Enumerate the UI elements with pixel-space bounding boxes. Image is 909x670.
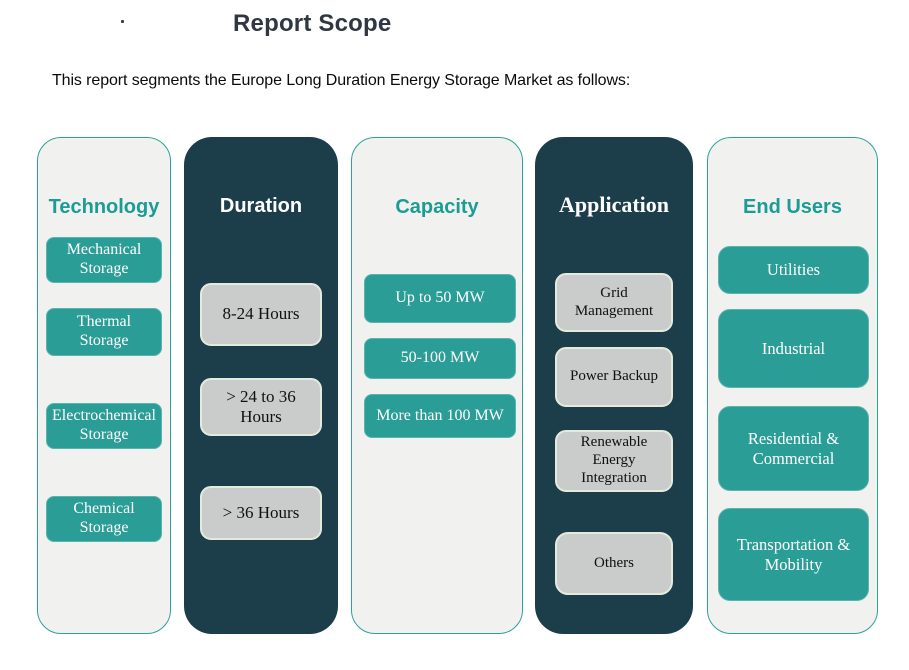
- column-header-end-users: End Users: [743, 196, 842, 218]
- segment-renewable-energy-integration: Renewable Energy Integration: [555, 430, 673, 492]
- column-end-users: End Users Utilities Industrial Residenti…: [707, 137, 878, 634]
- segment-transportation-mobility: Transportation & Mobility: [718, 508, 869, 601]
- column-application: Application Grid Management Power Backup…: [535, 137, 693, 634]
- column-header-application: Application: [558, 192, 670, 217]
- column-header-capacity: Capacity: [395, 196, 479, 218]
- column-capacity: Capacity Up to 50 MW 50-100 MW More than…: [351, 137, 523, 634]
- segment-8-24-hours: 8-24 Hours: [200, 283, 322, 346]
- segment-others: Others: [555, 532, 673, 595]
- segment-electrochemical-storage: Electrochemical Storage: [46, 403, 162, 449]
- segment-industrial: Industrial: [718, 309, 869, 388]
- segment-50-100-mw: 50-100 MW: [364, 338, 516, 379]
- segment-more-than-100-mw: More than 100 MW: [364, 394, 516, 438]
- segment-power-backup: Power Backup: [555, 347, 673, 407]
- page-title: Report Scope: [233, 10, 392, 37]
- segment-residential-commercial: Residential & Commercial: [718, 406, 869, 491]
- segment-mechanical-storage: Mechanical Storage: [46, 237, 162, 283]
- page-subtitle: This report segments the Europe Long Dur…: [52, 72, 631, 89]
- segment-more-than-36-hours: > 36 Hours: [200, 486, 322, 540]
- segment-thermal-storage: Thermal Storage: [46, 308, 162, 356]
- column-duration: Duration 8-24 Hours > 24 to 36 Hours > 3…: [184, 137, 338, 634]
- stray-dot-mark: [121, 20, 124, 23]
- column-header-duration: Duration: [219, 195, 303, 217]
- segment-up-to-50-mw: Up to 50 MW: [364, 274, 516, 323]
- column-technology: Technology Mechanical Storage Thermal St…: [37, 137, 171, 634]
- segment-grid-management: Grid Management: [555, 273, 673, 332]
- segment-24-to-36-hours: > 24 to 36 Hours: [200, 378, 322, 436]
- segment-chemical-storage: Chemical Storage: [46, 496, 162, 542]
- column-header-technology: Technology: [48, 196, 160, 218]
- segment-utilities: Utilities: [718, 246, 869, 294]
